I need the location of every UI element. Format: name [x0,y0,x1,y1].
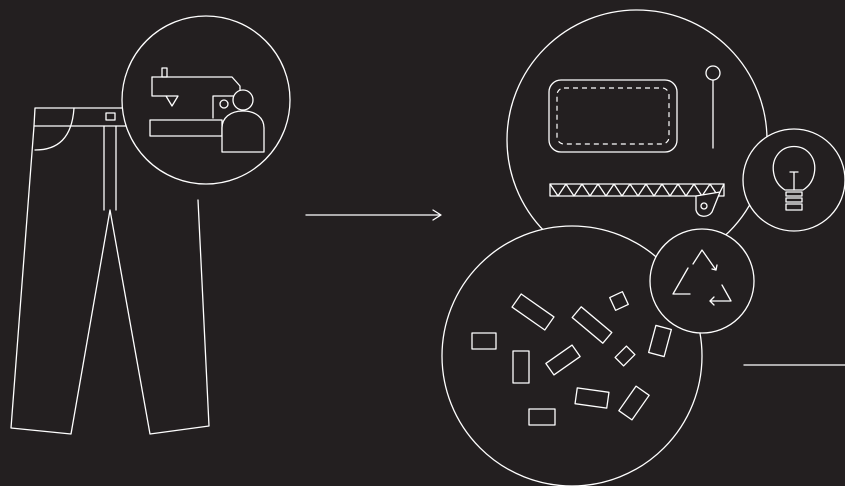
lightbulb-circle [743,129,845,231]
zipper-icon [550,184,724,216]
recycle-circle [650,229,754,333]
fabric-patch-icon [549,80,677,152]
arrow-right-icon [306,210,441,220]
sewing-workshop-circle [122,16,290,184]
pin-icon [706,66,720,148]
